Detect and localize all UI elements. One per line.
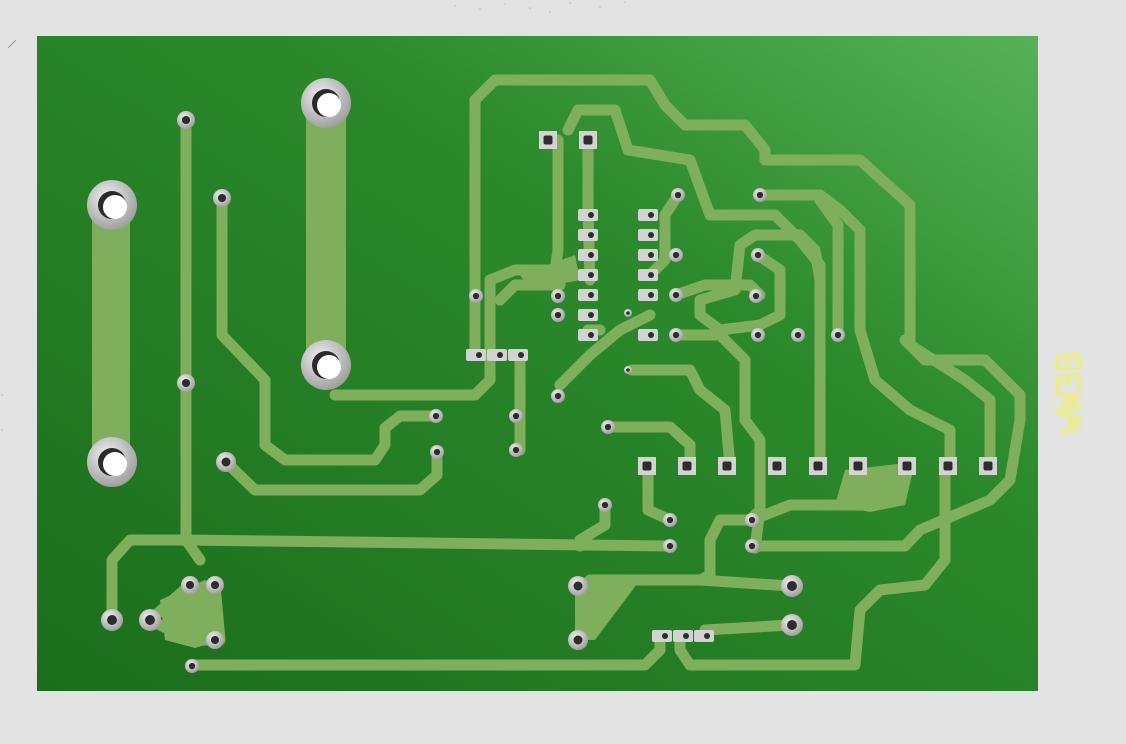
round-pad <box>213 189 231 207</box>
smd-pad <box>578 329 598 341</box>
mounting-holes <box>87 78 351 487</box>
component-pads <box>101 111 997 673</box>
round-pad <box>206 631 224 649</box>
round-pad <box>598 498 612 512</box>
square-pad <box>678 457 696 475</box>
round-pad <box>791 328 805 342</box>
smd-pad <box>578 309 598 321</box>
round-pad <box>430 445 444 459</box>
round-pad <box>669 328 683 342</box>
mounting-hole <box>87 437 137 487</box>
smd-pad <box>638 269 658 281</box>
square-pad <box>539 131 557 149</box>
round-pad <box>671 188 685 202</box>
round-pad <box>177 111 195 129</box>
smd-pad <box>652 630 672 642</box>
smd-pad <box>638 229 658 241</box>
mounting-hole <box>87 180 137 230</box>
round-pad <box>624 366 632 374</box>
smd-pad <box>638 289 658 301</box>
round-pad <box>669 248 683 262</box>
square-pad <box>849 457 867 475</box>
silkscreen-label: wW3B <box>1050 351 1090 433</box>
round-pad <box>745 513 759 527</box>
round-pad <box>509 443 523 457</box>
copper-traces <box>92 74 1026 671</box>
round-pad <box>663 513 677 527</box>
square-pad <box>768 457 786 475</box>
round-pad <box>624 309 632 317</box>
mounting-hole <box>301 340 351 390</box>
square-pad <box>809 457 827 475</box>
round-pad <box>177 374 195 392</box>
smd-pad <box>578 229 598 241</box>
round-pad <box>781 575 803 597</box>
square-pad <box>939 457 957 475</box>
round-pad <box>509 409 523 423</box>
smd-pad <box>638 209 658 221</box>
square-pad <box>579 131 597 149</box>
round-pad <box>216 452 236 472</box>
round-pad <box>139 609 161 631</box>
round-pad <box>181 576 199 594</box>
smd-pad <box>578 249 598 261</box>
round-pad <box>601 420 615 434</box>
smd-pad <box>578 289 598 301</box>
round-pad <box>551 308 565 322</box>
smd-pad <box>673 630 693 642</box>
smd-pad <box>487 349 507 361</box>
round-pad <box>831 328 845 342</box>
smd-pad <box>466 349 486 361</box>
square-pad <box>898 457 916 475</box>
round-pad <box>469 289 483 303</box>
round-pad <box>568 630 588 650</box>
square-pad <box>638 457 656 475</box>
round-pad <box>669 288 683 302</box>
round-pad <box>781 614 803 636</box>
square-pad <box>979 457 997 475</box>
smd-pad <box>578 209 598 221</box>
round-pad <box>429 409 443 423</box>
round-pad <box>568 576 588 596</box>
round-pad <box>185 659 199 673</box>
round-pad <box>753 188 767 202</box>
mounting-hole <box>301 78 351 128</box>
round-pad <box>206 576 224 594</box>
round-pad <box>749 289 763 303</box>
round-pad <box>101 609 123 631</box>
smd-pad <box>638 329 658 341</box>
round-pad <box>551 289 565 303</box>
round-pad <box>745 539 759 553</box>
smd-pad <box>508 349 528 361</box>
round-pad <box>751 248 765 262</box>
square-pad <box>718 457 736 475</box>
background-artifacts <box>1 1 626 431</box>
smd-pad <box>638 249 658 261</box>
round-pad <box>751 328 765 342</box>
smd-pad <box>694 630 714 642</box>
round-pad <box>663 539 677 553</box>
round-pad <box>551 389 565 403</box>
smd-pad <box>578 269 598 281</box>
